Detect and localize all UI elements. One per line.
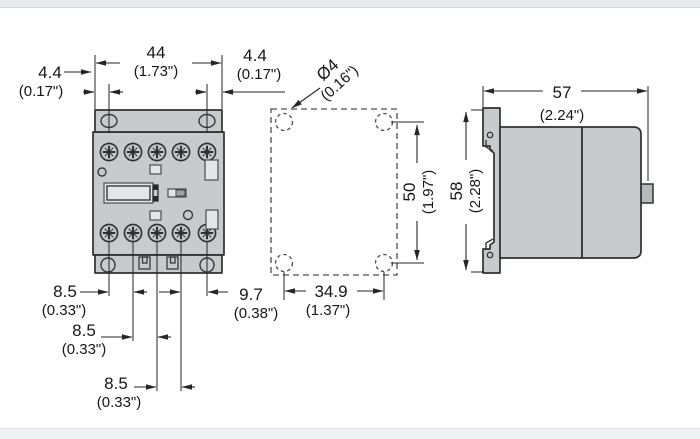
rail-claw-top [485,140,494,152]
dim-left-offset-mm: 4.4 [38,63,62,82]
dim-height-mm: 58 [447,182,466,201]
mounting-hole-br [374,253,394,273]
indicator-hole-upper [97,167,107,177]
side-body-front [499,126,583,259]
mounting-pattern: Ø4 (0.16") 50 (1.97") 34.9 (1.37") [270,55,437,319]
dim-vertical-pitch-in: (1.97") [420,170,437,215]
dim-pitch1-mm: 8.5 [53,282,77,301]
dim-top-width-mm: 44 [147,43,166,62]
indicator-hole-lower [182,209,194,221]
dim-depth-mm: 57 [553,83,572,102]
front-top-dimensions: 44 (1.73") 4.4 (0.17") 4.4 (0.17") [19,43,285,133]
top-mounting-strip [94,109,223,133]
front-bottom-dimensions: 8.5 (0.33") 8.5 (0.33") 8.5 (0.33") 9.7 … [42,242,279,411]
dim-right-offset-in: (0.17") [237,66,282,83]
bottom-mounting-strip [94,254,223,274]
plate-hole-top [486,131,494,139]
dim-left-offset-in: (0.17") [19,83,64,100]
label-window-inner [106,185,151,201]
dim-pitch3-mm: 8.5 [104,374,128,393]
dim-vertical-pitch-mm: 50 [400,183,419,202]
front-view [92,109,225,274]
dim-depth-in: (2.24") [540,107,585,124]
dim-horizontal-pitch-mm: 34.9 [314,282,347,301]
page-top-band [0,0,700,8]
mounting-hole-tr [374,112,394,132]
dim-hole-diameter: Ø4 (0.16") [313,55,362,104]
plate-hole-bottom [486,251,494,259]
mounting-hole-bl [274,253,294,273]
dim-pitch2-in: (0.33") [62,341,107,358]
aux-slot-upper [204,159,219,181]
side-view: 57 (2.24") 58 (2.28") [447,83,654,274]
dim-right-offset-mm: 4.4 [243,46,267,65]
face-slot-upper [149,164,162,175]
dim-pitch4-mm: 9.7 [239,285,263,304]
face-slot-lower [149,210,162,221]
side-body-rear [581,126,642,259]
dim-pitch3-in: (0.33") [97,394,142,411]
mounting-outline [270,108,398,276]
dim-pitch4-in: (0.38") [234,305,279,322]
dim-pitch2-mm: 8.5 [72,321,96,340]
rail-claw-bottom [485,238,494,250]
dim-top-width-in: (1.73") [134,63,179,80]
dim-horizontal-pitch-in: (1.37") [306,302,351,319]
dim-pitch1-in: (0.33") [42,302,87,319]
dim-vertical-pitch: 50 (1.97") [400,170,437,215]
dim-height: 58 (2.28") [447,169,484,214]
din-mounting-plate [482,107,501,274]
bottom-left-mounting-hole [100,257,116,273]
dim-height-in: (2.28") [467,169,484,214]
mounting-hole-tl [274,112,294,132]
page-bottom-band [0,428,700,439]
rear-latch-tab [640,183,654,204]
aux-slot-lower [205,209,219,230]
